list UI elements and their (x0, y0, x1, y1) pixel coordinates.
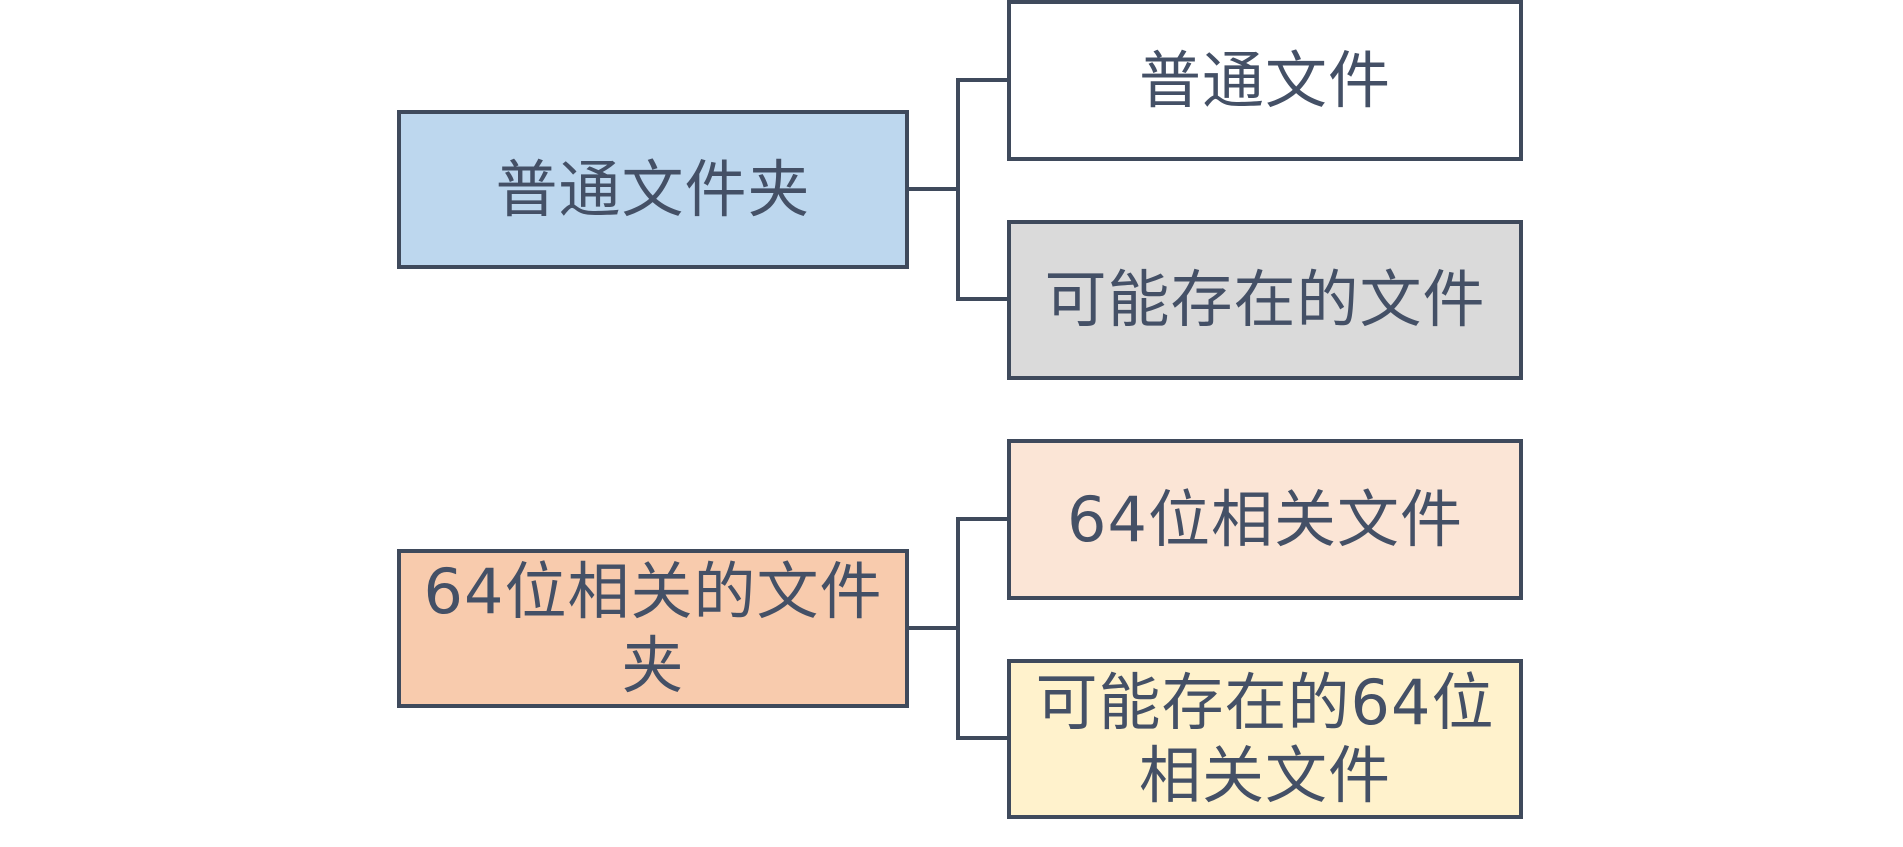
file-possible-64bit-label: 可能存在的64位相关文件 (1035, 665, 1495, 812)
file-possible-node: 可能存在的文件 (1007, 220, 1523, 380)
connector-folder-64bit-spine (956, 517, 960, 740)
connector-folder-normal-spine (956, 78, 960, 301)
file-64bit-node: 64位相关文件 (1007, 439, 1523, 600)
connector-folder-normal-stem (909, 187, 959, 191)
file-possible-label: 可能存在的文件 (1044, 263, 1486, 337)
connector-folder-64bit-stem (909, 626, 959, 630)
file-normal-label: 普通文件 (1138, 43, 1391, 117)
folder-normal-node: 普通文件夹 (397, 110, 909, 269)
connector-file-possible-branch (956, 297, 1007, 301)
file-64bit-label: 64位相关文件 (1067, 482, 1463, 556)
file-possible-64bit-node: 可能存在的64位相关文件 (1007, 659, 1523, 819)
file-normal-node: 普通文件 (1007, 0, 1523, 161)
folder-normal-label: 普通文件夹 (495, 152, 811, 226)
connector-file-possible-64bit-branch (956, 736, 1007, 740)
connector-file-normal-branch (956, 78, 1007, 82)
connector-file-64bit-branch (956, 517, 1007, 521)
folder-64bit-label: 64位相关的文件夹 (423, 555, 883, 702)
folder-64bit-node: 64位相关的文件夹 (397, 549, 909, 708)
